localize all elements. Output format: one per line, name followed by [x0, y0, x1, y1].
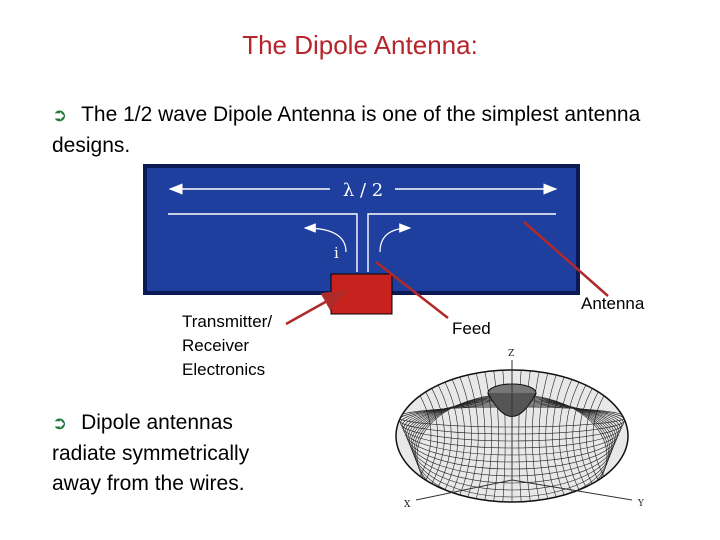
feed-label: Feed	[452, 319, 491, 338]
torus-mesh-meridian	[464, 370, 479, 502]
bullet-2-text: Dipole antennas radiate symmetrically aw…	[52, 411, 250, 495]
antenna-panel	[143, 164, 580, 295]
axis-x-line	[415, 479, 513, 501]
antenna-label: Antenna	[581, 294, 645, 313]
antenna-pointer	[523, 221, 609, 297]
torus-mesh-meridian	[552, 370, 570, 502]
axis-z-label: Z	[508, 349, 514, 359]
feed-pointer	[375, 261, 449, 319]
torus-mesh-meridian	[538, 370, 551, 502]
bullet-arrow-icon: ➲	[52, 105, 68, 126]
axis-y-line	[511, 479, 633, 501]
torus-mesh-meridian	[502, 370, 506, 502]
transmitter-pointer	[285, 289, 348, 326]
dipole-wire-right	[367, 213, 556, 272]
torus-mesh-meridian	[525, 370, 532, 502]
torus-mesh-meridian	[454, 370, 472, 502]
transmitter-label: Transmitter/ Receiver Electronics	[182, 310, 312, 382]
radiation-pattern: Z X Y	[395, 349, 645, 510]
bullet-arrow-icon: ➲	[52, 413, 68, 434]
torus-mesh-meridian	[473, 370, 486, 502]
torus-mesh-meridian	[483, 370, 493, 502]
torus-mesh-meridian	[545, 370, 560, 502]
bullet-1: ➲The 1/2 wave Dipole Antenna is one of t…	[52, 100, 672, 161]
axis-y-label: Y	[637, 499, 645, 509]
transmitter-label-text: Transmitter/ Receiver Electronics	[182, 312, 273, 379]
current-label: i	[334, 244, 339, 262]
torus-mesh-meridian	[492, 370, 499, 502]
wavelength-label: λ / 2	[343, 180, 383, 201]
axis-x-label: X	[404, 500, 411, 510]
bullet-1-text: The 1/2 wave Dipole Antenna is one of th…	[52, 103, 641, 157]
slide-title: The Dipole Antenna:	[242, 30, 478, 60]
torus-mesh-meridian	[518, 370, 522, 502]
current-arrow-right	[379, 223, 412, 253]
torus-mesh-meridian	[531, 370, 541, 502]
torus-mesh-meridian	[445, 370, 465, 502]
dipole-wire-left	[168, 213, 358, 272]
current-arrow-left	[303, 223, 347, 253]
bullet-2: ➲Dipole antennas radiate symmetrically a…	[52, 408, 302, 499]
